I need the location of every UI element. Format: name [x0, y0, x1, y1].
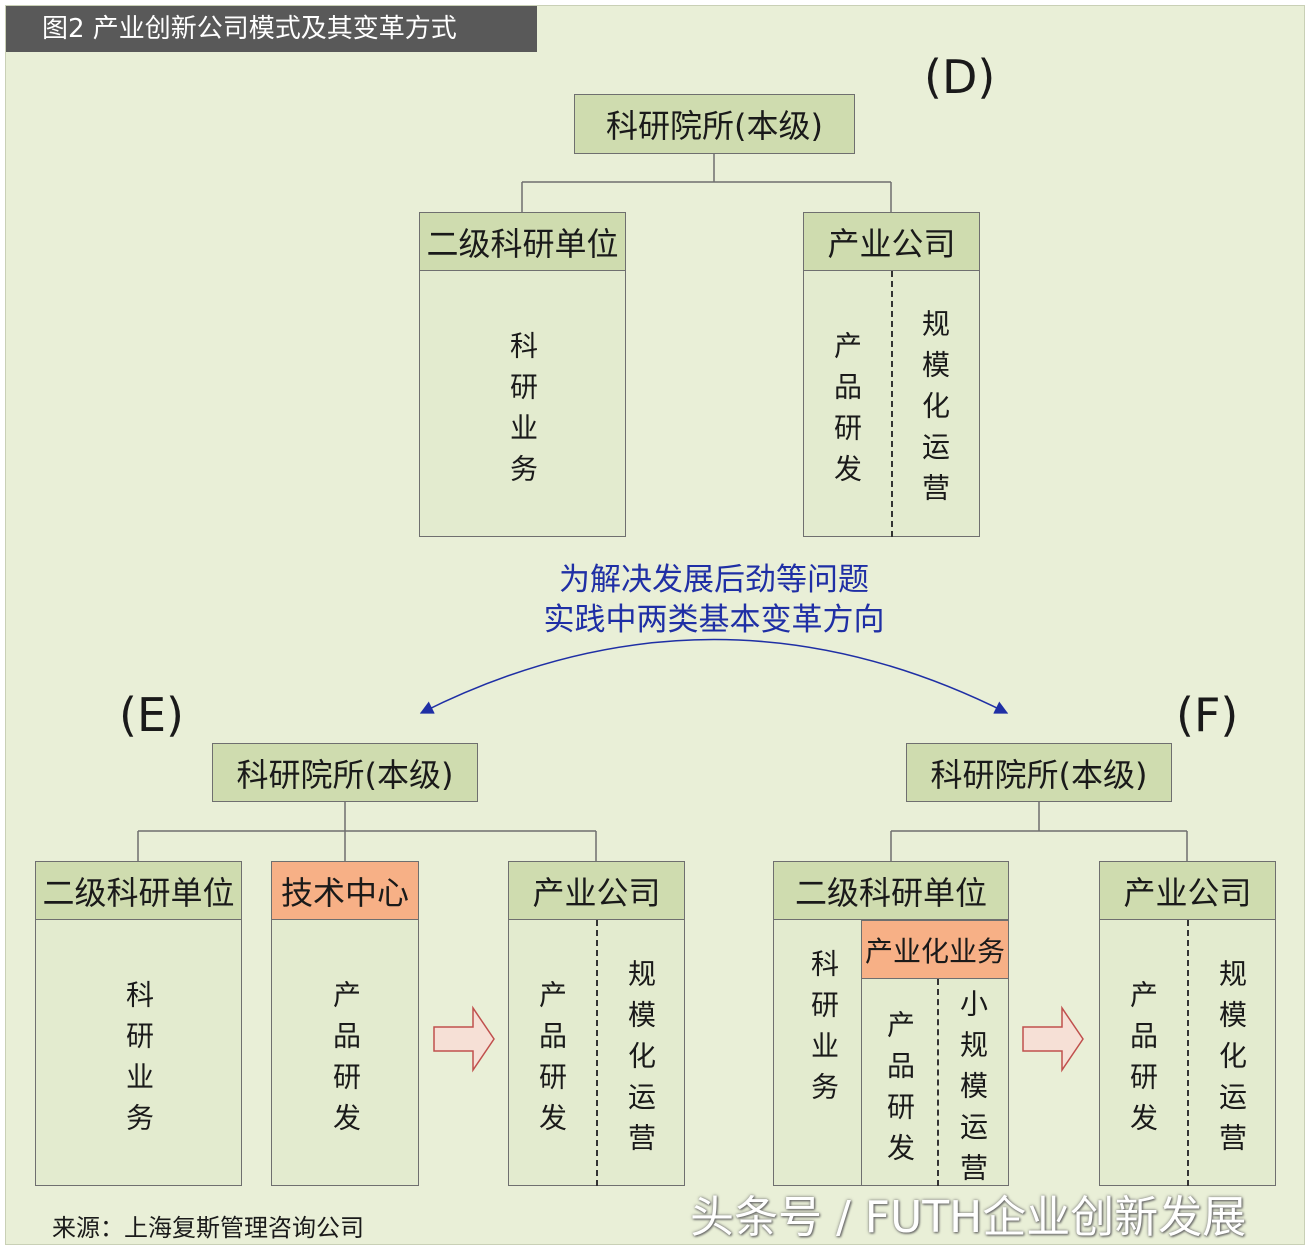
- top-right-col1: 产品研发: [830, 331, 863, 495]
- label-f: (F): [1176, 688, 1239, 742]
- tree-connector-f: [890, 801, 1188, 861]
- transition-arrow-f: [1022, 1005, 1084, 1073]
- f-box2-header: 产业公司: [1099, 861, 1276, 920]
- tree-connector-top: [521, 153, 892, 212]
- transition-arrow-e: [433, 1005, 495, 1073]
- f-box2-col1: 产品研发: [1126, 980, 1159, 1144]
- center-caption-line2: 实践中两类基本变革方向: [543, 602, 885, 638]
- e-box3-header: 产业公司: [508, 861, 685, 920]
- top-right-divider: [891, 271, 893, 537]
- source-note: 来源：上海复斯管理咨询公司: [52, 1214, 364, 1242]
- tree-connector-e: [137, 801, 597, 861]
- f-box1-sub-col1: 产品研发: [883, 1010, 916, 1174]
- e-box2-header: 技术中心: [271, 861, 419, 920]
- f-root-box: 科研院所(本级): [906, 743, 1172, 802]
- f-box1-sub-divider: [937, 979, 939, 1186]
- e-box2-body: 产品研发: [329, 980, 362, 1144]
- connector-layer: [137, 153, 1188, 1073]
- direction-arc: [419, 638, 1009, 714]
- figure-title: 图2 产业创新公司模式及其变革方式: [6, 6, 537, 52]
- top-right-header: 产业公司: [803, 212, 980, 271]
- f-box1-col1: 科研业务: [807, 949, 840, 1113]
- e-box1-header: 二级科研单位: [35, 861, 242, 920]
- top-root-box: 科研院所(本级): [574, 94, 855, 154]
- top-right-col2: 规模化运营: [918, 309, 951, 514]
- top-left-body: 科研业务: [506, 331, 539, 495]
- label-e: (E): [119, 688, 184, 742]
- top-left-header: 二级科研单位: [419, 212, 626, 271]
- e-root-box: 科研院所(本级): [212, 743, 478, 802]
- f-box2-col2: 规模化运营: [1215, 959, 1248, 1164]
- f-box1-header: 二级科研单位: [773, 861, 1009, 920]
- watermark: 头条号 / FUTH企业创新发展: [690, 1192, 1247, 1243]
- e-box3-divider: [596, 920, 598, 1186]
- f-box1-sub-col2: 小规模运营: [956, 989, 989, 1194]
- f-box1-col-separator: [861, 920, 862, 1186]
- diagram-canvas: 图2 产业创新公司模式及其变革方式 (D) (E) (F) 科研院所(本级) 二…: [5, 5, 1305, 1245]
- label-d: (D): [924, 50, 996, 104]
- center-caption-line1: 为解决发展后劲等问题: [559, 562, 869, 598]
- e-box3-col2: 规模化运营: [624, 959, 657, 1164]
- e-box1-body: 科研业务: [122, 980, 155, 1144]
- f-box2-divider: [1187, 920, 1189, 1186]
- e-box3-col1: 产品研发: [535, 980, 568, 1144]
- f-box1-sub-header: 产业化业务: [861, 920, 1009, 979]
